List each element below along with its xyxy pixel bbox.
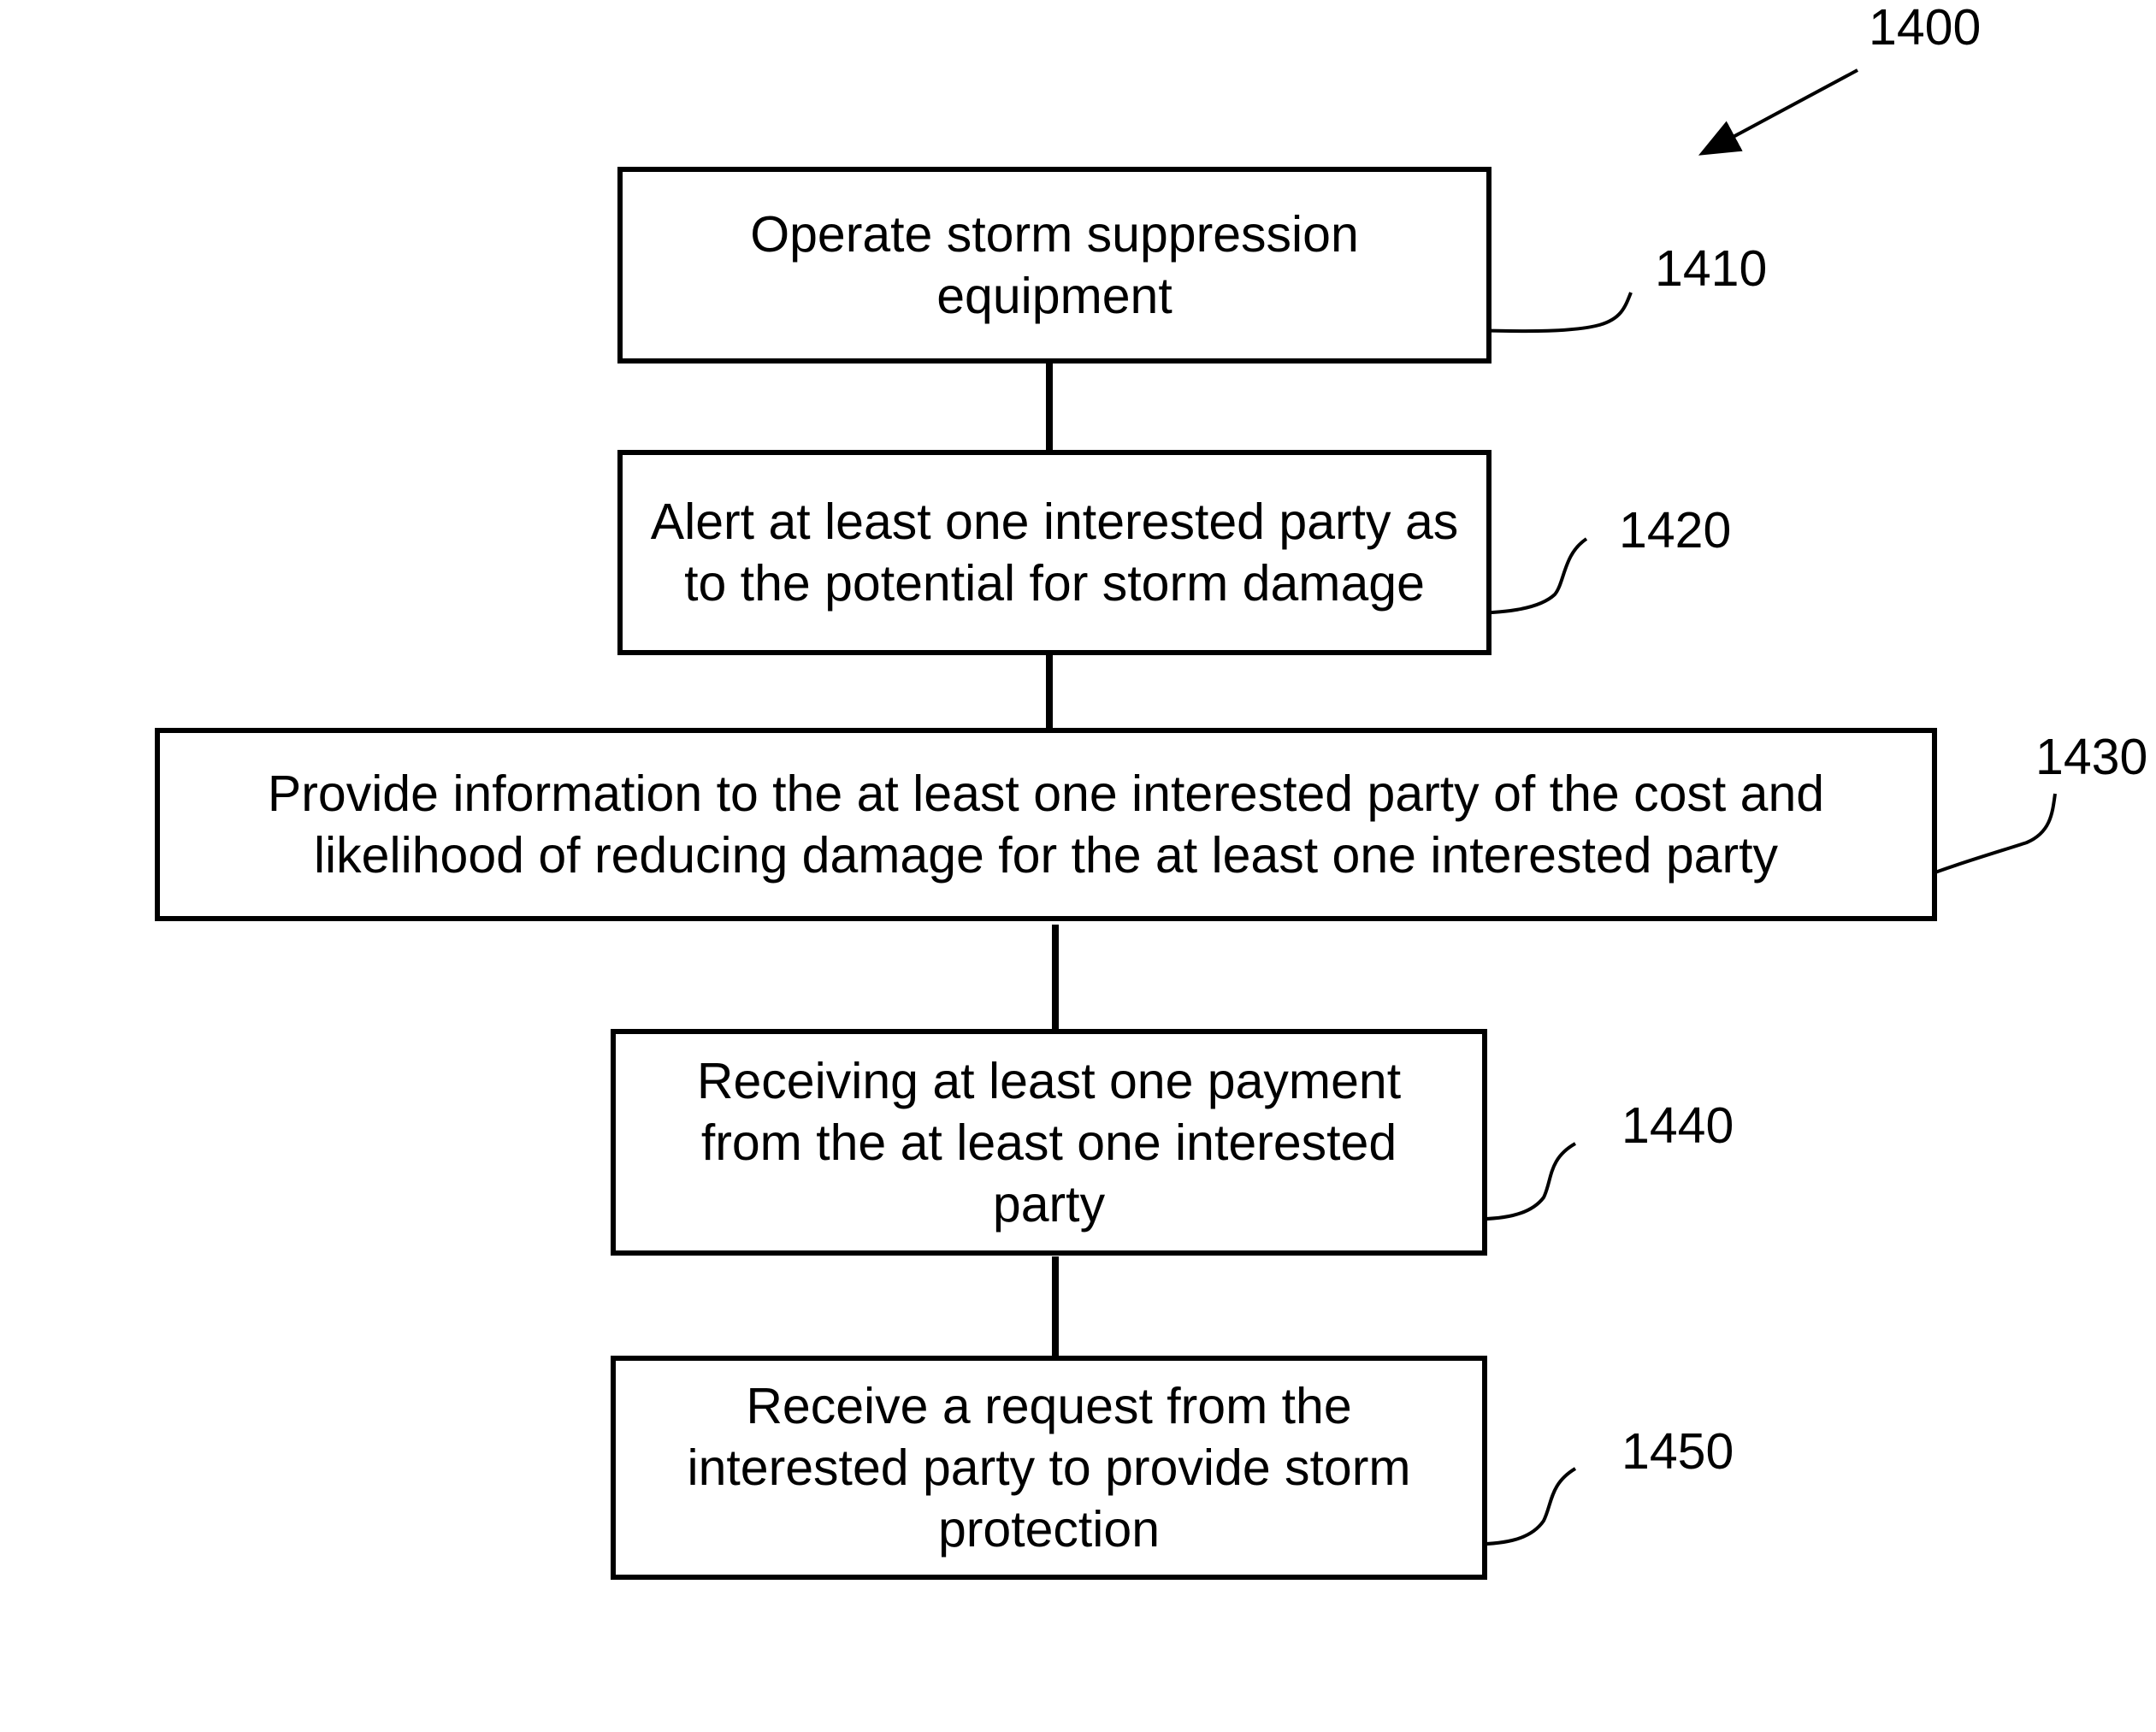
- step-text-1420: Alert at least one interested party as t…: [648, 491, 1461, 614]
- step-number-1440: 1440: [1621, 1100, 1734, 1151]
- leader-line-1410: [1469, 293, 1631, 331]
- step-number-1420: 1420: [1619, 505, 1731, 556]
- step-number-1410: 1410: [1655, 243, 1767, 294]
- step-text-1440: Receiving at least one payment from the …: [641, 1050, 1456, 1235]
- figure-reference-number: 1400: [1869, 2, 1981, 53]
- step-box-1410: Operate storm suppression equipment: [617, 167, 1491, 364]
- step-text-1410: Operate storm suppression equipment: [674, 204, 1435, 327]
- figure-pointer-arrow: [1704, 70, 1858, 152]
- step-box-1440: Receiving at least one payment from the …: [611, 1029, 1487, 1256]
- step-number-1450: 1450: [1621, 1426, 1734, 1477]
- step-box-1450: Receive a request from the interested pa…: [611, 1356, 1487, 1580]
- step-number-1430: 1430: [2035, 731, 2147, 783]
- step-box-1420: Alert at least one interested party as t…: [617, 450, 1491, 655]
- step-box-1430: Provide information to the at least one …: [155, 728, 1937, 921]
- step-text-1430: Provide information to the at least one …: [211, 763, 1881, 886]
- step-text-1450: Receive a request from the interested pa…: [633, 1375, 1465, 1560]
